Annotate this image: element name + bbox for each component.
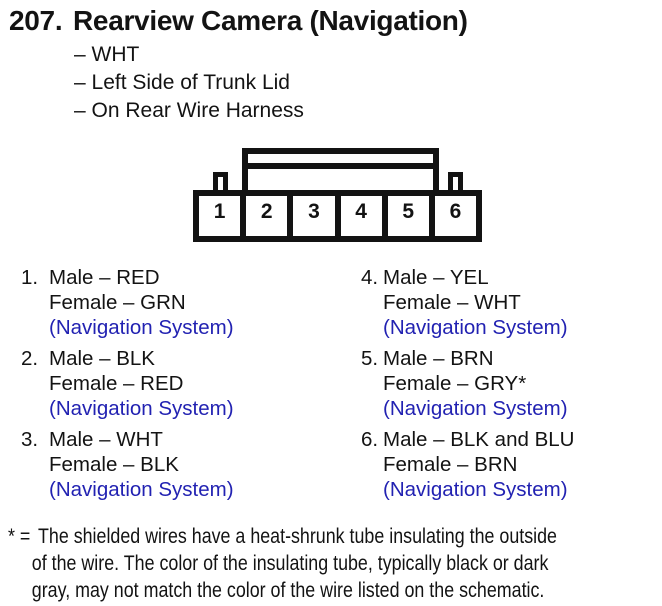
pin-system-ref: (Navigation System) <box>383 316 568 339</box>
pin-entry: 4. Male – YEL Female – WHT (Navigation S… <box>361 265 574 340</box>
detail-list: – WHT – Left Side of Trunk Lid – On Rear… <box>74 41 304 126</box>
connector-pin-cell-1: 1 <box>199 196 247 236</box>
section-number: 207. <box>9 5 63 36</box>
connector-notch-left <box>213 172 228 190</box>
pin-entry-lines: Male – BRN Female – GRY* (Navigation Sys… <box>383 346 568 421</box>
pin-entry-lines: Male – YEL Female – WHT (Navigation Syst… <box>383 265 568 340</box>
pin-male-wire: Male – BLK <box>49 347 155 370</box>
pin-male-wire: Male – BLK and BLU <box>383 428 575 451</box>
connector-pin-cell-3: 3 <box>293 196 341 236</box>
pin-entry-lines: Male – BLK and BLU Female – BRN (Navigat… <box>383 427 574 502</box>
footnote-line: of the wire. The color of the insulating… <box>31 552 549 576</box>
pin-male-wire: Male – WHT <box>49 428 163 451</box>
pin-entry-number: 5. <box>361 347 379 370</box>
pin-entry-lines: Male – RED Female – GRN (Navigation Syst… <box>49 265 234 340</box>
section-title-text: Rearview Camera (Navigation) <box>73 5 468 36</box>
section-title: 207. Rearview Camera (Navigation) <box>9 4 468 38</box>
detail-item-wire-color: – WHT <box>74 43 140 66</box>
detail-item-harness: – On Rear Wire Harness <box>74 99 304 123</box>
pin-entry-lines: Male – WHT Female – BLK (Navigation Syst… <box>49 427 234 502</box>
pin-entry-lines: Male – BLK Female – RED (Navigation Syst… <box>49 346 234 421</box>
connector-key-tab <box>242 148 439 190</box>
connector-pin-cell-4: 4 <box>341 196 388 236</box>
pin-system-ref: (Navigation System) <box>383 397 568 420</box>
footnote-line: * = The shielded wires have a heat-shrunk… <box>8 523 654 550</box>
pinout-left-column: 1. Male – RED Female – GRN (Navigation S… <box>21 265 234 508</box>
pin-female-wire: Female – BRN <box>383 453 518 476</box>
pin-entry-number: 3. <box>21 428 39 451</box>
pin-entry-number: 2. <box>21 347 39 370</box>
pin-entry: 1. Male – RED Female – GRN (Navigation S… <box>21 265 234 340</box>
pin-entry-number: 6. <box>361 428 379 451</box>
pin-female-wire: Female – RED <box>49 372 184 395</box>
pin-entry-number: 1. <box>21 266 39 289</box>
pin-male-wire: Male – RED <box>49 266 160 289</box>
pin-system-ref: (Navigation System) <box>49 316 234 339</box>
connector-diagram: 1 2 3 4 5 6 <box>193 148 482 243</box>
pin-entry: 5. Male – BRN Female – GRY* (Navigation … <box>361 346 574 421</box>
connector-key-line <box>248 163 433 169</box>
pin-entry-number: 4. <box>361 266 379 289</box>
pin-entry: 6. Male – BLK and BLU Female – BRN (Navi… <box>361 427 574 502</box>
detail-item-location: – Left Side of Trunk Lid <box>74 71 290 95</box>
pin-system-ref: (Navigation System) <box>49 397 234 420</box>
pin-entry: 2. Male – BLK Female – RED (Navigation S… <box>21 346 234 421</box>
pin-male-wire: Male – YEL <box>383 266 489 289</box>
pin-female-wire: Female – WHT <box>383 291 521 314</box>
connector-notch-right <box>448 172 463 190</box>
connector-pin-cell-6: 6 <box>449 199 462 223</box>
pin-male-wire: Male – BRN <box>383 347 494 370</box>
pin-female-wire: Female – GRY* <box>383 372 527 395</box>
connector-body: 1 2 3 4 5 6 <box>193 190 482 242</box>
connector-pin-cell-2: 2 <box>246 196 294 236</box>
footnote-line: gray, may not match the color of the wir… <box>31 579 545 603</box>
footnote-marker: * = <box>8 525 31 548</box>
connector-pin-cell-5: 5 <box>388 196 435 236</box>
pinout-right-column: 4. Male – YEL Female – WHT (Navigation S… <box>361 265 574 508</box>
pin-system-ref: (Navigation System) <box>383 478 568 501</box>
pin-entry: 3. Male – WHT Female – BLK (Navigation S… <box>21 427 234 502</box>
footnote: * = The shielded wires have a heat-shrunk… <box>8 523 654 605</box>
pin-system-ref: (Navigation System) <box>49 478 234 501</box>
footnote-text: The shielded wires have a heat-shrunk tu… <box>37 525 557 548</box>
pin-female-wire: Female – GRN <box>49 291 186 314</box>
pin-female-wire: Female – BLK <box>49 453 179 476</box>
